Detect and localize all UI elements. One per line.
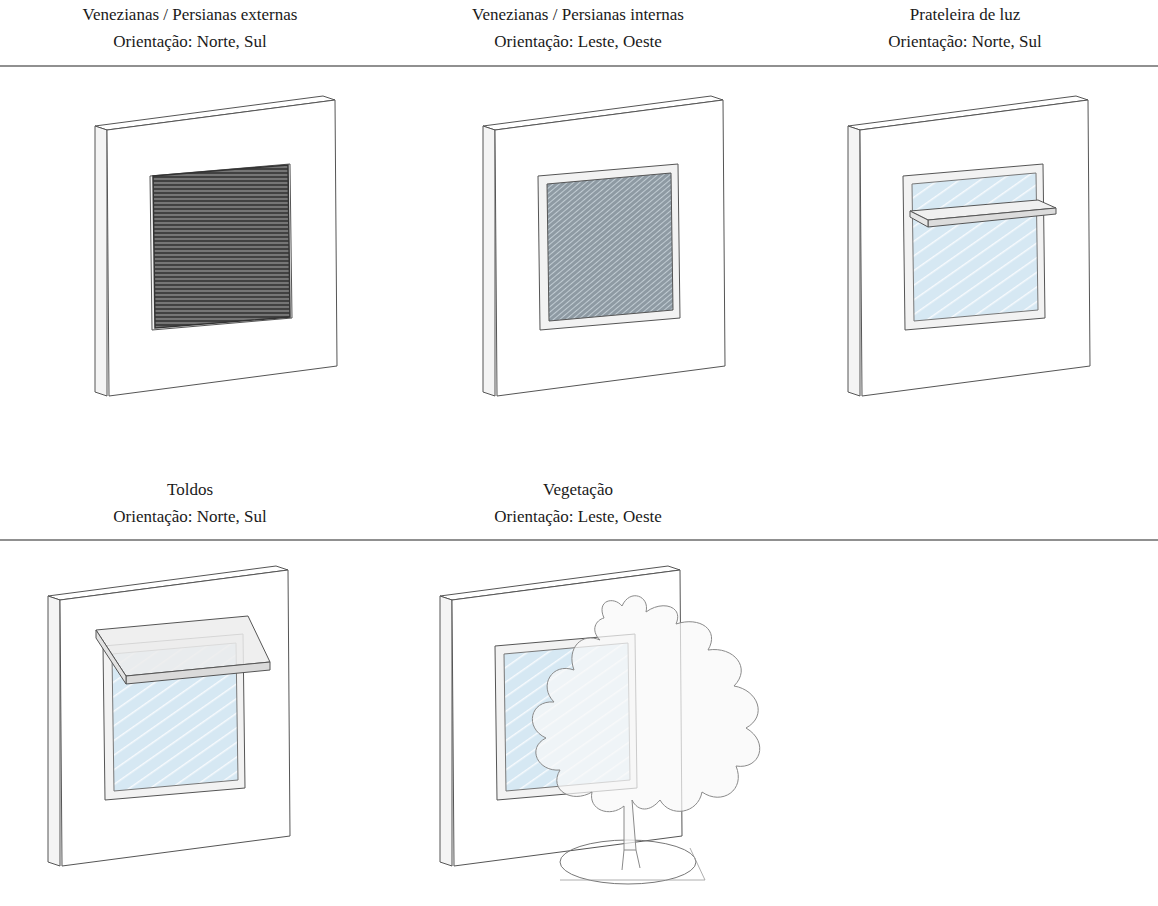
column-heading: Venezianas / Persianas internas: [472, 5, 684, 25]
orientation-note: Orientação: Norte, Sul: [888, 32, 1041, 52]
external-blinds: [95, 96, 337, 396]
orientation-note: Orientação: Norte, Sul: [113, 32, 266, 52]
orientation-note: Orientação: Norte, Sul: [113, 507, 266, 527]
column-heading: Toldos: [167, 480, 213, 500]
tree: [532, 596, 759, 884]
orientation-note: Orientação: Leste, Oeste: [494, 32, 662, 52]
column-heading: Venezianas / Persianas externas: [83, 5, 298, 25]
light-shelf: [848, 96, 1090, 396]
rule: [0, 539, 1158, 540]
orientation-note: Orientação: Leste, Oeste: [494, 507, 662, 527]
column-heading: Prateleira de luz: [910, 5, 1020, 25]
awning: [48, 566, 290, 866]
column-heading: Vegetação: [543, 480, 613, 500]
internal-blinds: [483, 96, 725, 396]
rule: [0, 65, 1158, 66]
